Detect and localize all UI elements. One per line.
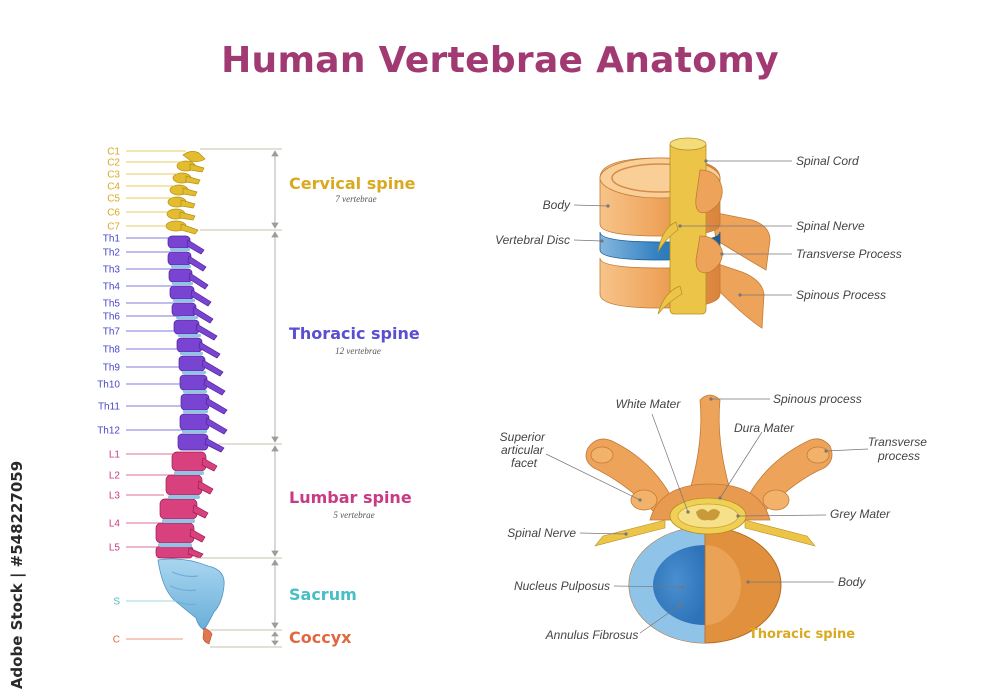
vertebra-label-s: S bbox=[113, 597, 120, 608]
vertebra-label-c1: C1 bbox=[107, 147, 120, 158]
facet-line-2: articular bbox=[501, 443, 545, 457]
label-transverse-process-side: Transverse Process bbox=[796, 247, 902, 261]
vertebra-label-th6: Th6 bbox=[103, 312, 121, 323]
caption-thoracic-spine: Thoracic spine bbox=[749, 627, 855, 642]
vertebra-label-l5: L5 bbox=[109, 543, 121, 554]
label-transverse-process-top: Transverse process bbox=[868, 435, 930, 463]
region-labels: Cervical spine 7 vertebrae Thoracic spin… bbox=[289, 174, 420, 647]
thoracic-vertebrae bbox=[167, 235, 228, 453]
label-vertebral-disc: Vertebral Disc bbox=[495, 233, 570, 247]
vertebra-top-view bbox=[585, 394, 833, 644]
label-annulus-fibrosus: Annulus Fibrosus bbox=[545, 628, 639, 642]
facet-line-1: Superior bbox=[500, 430, 546, 444]
side-view-dots bbox=[600, 159, 742, 297]
lumbar-vertebrae bbox=[155, 451, 218, 559]
vertebra-leader-lines bbox=[126, 150, 186, 640]
vertebra-label-c: C bbox=[113, 635, 120, 646]
spinal-nerve-top-shape bbox=[594, 519, 666, 547]
vertebra-label-th4: Th4 bbox=[103, 282, 121, 293]
vertebra-label-c2: C2 bbox=[107, 158, 120, 169]
vertebra-label-th12: Th12 bbox=[97, 426, 120, 437]
vertebra-label-c5: C5 bbox=[107, 194, 120, 205]
vertebra-label-c7: C7 bbox=[107, 222, 120, 233]
spine-column bbox=[155, 151, 228, 645]
coccyx-bone bbox=[202, 627, 213, 645]
vertebra-label-l1: L1 bbox=[109, 450, 121, 461]
vertebra-label-l3: L3 bbox=[109, 491, 121, 502]
transverse-line-1: Transverse bbox=[868, 435, 927, 449]
vertebra-labels: C1C2C3C4C5C6C7Th1Th2Th3Th4Th5Th6Th7Th8Th… bbox=[97, 147, 120, 646]
vertebra-label-th7: Th7 bbox=[103, 327, 121, 338]
label-white-mater: White Mater bbox=[616, 397, 682, 411]
sacrum-bone bbox=[157, 558, 225, 631]
vertebra-label-th2: Th2 bbox=[103, 248, 121, 259]
vertebra-label-th1: Th1 bbox=[103, 234, 121, 245]
label-spinal-nerve-top: Spinal Nerve bbox=[507, 526, 576, 540]
top-view-annotations bbox=[545, 398, 869, 634]
label-grey-mater: Grey Mater bbox=[830, 507, 891, 521]
region-brackets bbox=[271, 150, 279, 646]
region-name-cervical: Cervical spine bbox=[289, 174, 416, 193]
vertebra-label-c6: C6 bbox=[107, 208, 120, 219]
vertebra-label-c3: C3 bbox=[107, 170, 120, 181]
vertebra-label-l4: L4 bbox=[109, 519, 121, 530]
stock-watermark: Adobe Stock | #548227059 bbox=[6, 460, 28, 690]
spinal-nerve-shape bbox=[657, 221, 679, 253]
vertebra-label-l2: L2 bbox=[109, 471, 121, 482]
vertebra-label-th9: Th9 bbox=[103, 363, 121, 374]
vertebra-label-th11: Th11 bbox=[98, 402, 120, 413]
thoracic-discs bbox=[170, 248, 208, 433]
vertebrae-side-view bbox=[599, 137, 771, 329]
facet-line-3: facet bbox=[511, 456, 538, 470]
label-spinal-cord: Spinal Cord bbox=[796, 154, 859, 168]
label-dura-mater: Dura Mater bbox=[734, 421, 795, 435]
region-name-thoracic: Thoracic spine bbox=[289, 324, 420, 343]
vertebra-label-th10: Th10 bbox=[97, 380, 120, 391]
vertebra-label-th5: Th5 bbox=[103, 299, 121, 310]
label-spinal-nerve-side: Spinal Nerve bbox=[796, 219, 865, 233]
vertebra-label-th8: Th8 bbox=[103, 345, 121, 356]
cervical-vertebrae bbox=[165, 151, 206, 235]
label-body-side: Body bbox=[543, 198, 571, 212]
top-view-dots bbox=[624, 397, 828, 607]
page-title: Human Vertebrae Anatomy bbox=[221, 40, 779, 81]
region-name-coccyx: Coccyx bbox=[289, 628, 352, 647]
label-spinous-process-side: Spinous Process bbox=[796, 288, 886, 302]
transverse-line-2: process bbox=[877, 449, 920, 463]
label-body-top: Body bbox=[838, 575, 866, 589]
lumbar-discs bbox=[158, 471, 204, 547]
vertebra-label-th3: Th3 bbox=[103, 265, 121, 276]
region-name-lumbar: Lumbar spine bbox=[289, 488, 412, 507]
spinous-process-shape bbox=[711, 261, 765, 329]
side-view-annotations bbox=[573, 160, 792, 296]
vertebra-label-c4: C4 bbox=[107, 182, 120, 193]
label-spinous-process-top: Spinous process bbox=[773, 392, 862, 406]
watermark-text: Adobe Stock | #548227059 bbox=[8, 460, 26, 690]
region-count-cervical: 7 vertebrae bbox=[335, 194, 376, 204]
region-separators bbox=[195, 148, 282, 648]
region-count-thoracic: 12 vertebrae bbox=[335, 346, 381, 356]
label-nucleus-pulposus: Nucleus Pulposus bbox=[514, 579, 610, 593]
label-superior-articular-facet: Superior articular facet bbox=[500, 430, 549, 470]
transverse-process-shape bbox=[711, 211, 771, 271]
region-count-lumbar: 5 vertebrae bbox=[333, 510, 374, 520]
region-name-sacrum: Sacrum bbox=[289, 585, 357, 604]
